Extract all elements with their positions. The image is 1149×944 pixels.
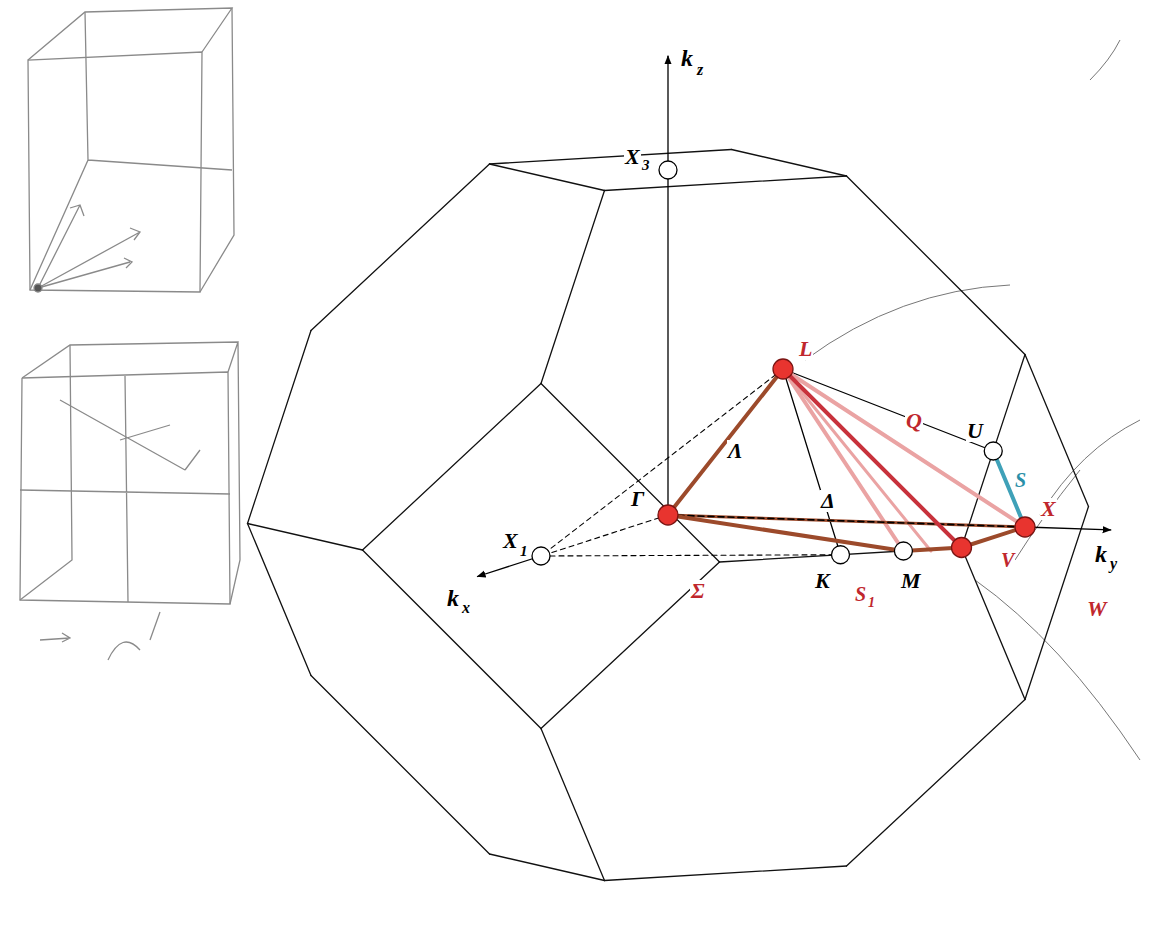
point-label: Δ [820, 490, 836, 512]
zone-edge [1025, 507, 1089, 700]
point-label: k [680, 46, 694, 70]
red-point [952, 538, 972, 558]
zone-edge [311, 676, 490, 855]
hand-sketch [20, 8, 240, 660]
zone-edge [490, 150, 732, 165]
point-label: 1 [519, 544, 529, 559]
zone-edge [541, 729, 605, 881]
kx-axis [541, 515, 668, 556]
open-point [659, 161, 677, 179]
sigma-line [668, 515, 903, 551]
point-label: Λ [727, 440, 744, 462]
zone-edge [541, 191, 605, 384]
red-point [658, 505, 678, 525]
zone-edge [490, 164, 605, 191]
point-label: L [798, 338, 813, 360]
point-label: k [446, 586, 460, 610]
open-point [984, 442, 1002, 460]
red-point [1015, 517, 1035, 537]
zone-edge [1025, 355, 1089, 507]
point-label: y [1109, 556, 1118, 572]
point-label: U [966, 420, 984, 442]
kx-axis [478, 556, 542, 577]
zone-edge [248, 331, 312, 524]
zone-edge [311, 164, 490, 331]
zone-edge [605, 176, 847, 191]
red-point [773, 359, 793, 379]
point-label: 1 [867, 596, 876, 610]
point-label: K [814, 570, 831, 592]
point-label: X [624, 146, 641, 168]
zone-edge [541, 562, 720, 729]
point-label: z [696, 62, 704, 78]
lambda-line [668, 369, 783, 515]
point-label: Γ [630, 488, 645, 510]
w-line [783, 369, 962, 548]
zone-edge [490, 854, 605, 881]
zone-edge [363, 384, 542, 551]
point-label: 3 [641, 158, 651, 173]
open-point [894, 542, 912, 560]
open-point [532, 547, 550, 565]
zone-edge [248, 524, 312, 676]
point-label: k [1094, 542, 1108, 566]
point-label: X [502, 530, 519, 552]
guide-line [541, 555, 841, 556]
q-line [783, 369, 1025, 527]
zone-edge [248, 524, 363, 551]
point-label: V [1000, 550, 1015, 570]
symmetry-points [532, 161, 1035, 565]
symmetry-lines [478, 56, 1111, 576]
point-label: X [1040, 498, 1057, 520]
zone-edge [962, 548, 1026, 700]
point-label: S [854, 584, 867, 604]
zone-edge [732, 150, 847, 177]
zone-edge [847, 700, 1026, 867]
zone-edge [363, 550, 542, 729]
point-label: x [461, 600, 471, 616]
point-label: W [1086, 598, 1108, 620]
open-point [832, 546, 850, 564]
zone-edge [847, 176, 1026, 355]
ky-axis [1025, 527, 1111, 530]
leader-line [805, 40, 1140, 760]
point-label: S [1014, 470, 1027, 490]
point-label: Σ [690, 580, 706, 602]
point-label: M [900, 570, 922, 592]
kz-axis [667, 56, 668, 515]
point-label: Q [905, 410, 923, 432]
zone-edge [605, 866, 847, 881]
